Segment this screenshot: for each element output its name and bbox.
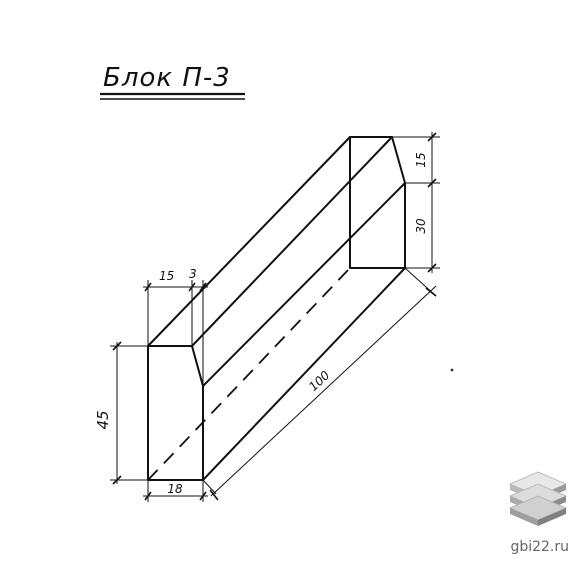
back-face bbox=[349, 136, 406, 269]
hidden-edge-bottom-left bbox=[147, 267, 351, 481]
dim-end-bottom: 30 bbox=[414, 218, 428, 234]
dimension-labels: 15 3 45 18 100 15 30 bbox=[94, 152, 428, 496]
dim-base-width: 18 bbox=[167, 482, 183, 496]
dim-top-width: 15 bbox=[159, 269, 174, 283]
dim-end-top: 15 bbox=[414, 152, 428, 167]
watermark-text: gbi22.ru bbox=[510, 539, 569, 555]
edge-bottom-right bbox=[202, 267, 406, 481]
hidden-edges bbox=[147, 267, 351, 481]
front-face bbox=[147, 345, 204, 481]
stray-mark bbox=[450, 368, 454, 372]
title-group: Блок П-3 bbox=[100, 63, 245, 100]
dimension-ticks bbox=[112, 132, 437, 501]
block-outline bbox=[147, 136, 406, 481]
stacked-layers-icon bbox=[508, 471, 568, 526]
dim-height-left: 45 bbox=[94, 410, 112, 429]
edge-top-left bbox=[147, 136, 351, 347]
dim-chamfer: 3 bbox=[189, 267, 197, 281]
dimension-lines bbox=[110, 132, 440, 502]
edge-top-right bbox=[191, 136, 393, 347]
dim-length: 100 bbox=[306, 368, 333, 394]
edge-chamfer bbox=[202, 182, 406, 387]
watermark: gbi22.ru bbox=[508, 471, 569, 555]
drawing-title: Блок П-3 bbox=[103, 63, 231, 93]
